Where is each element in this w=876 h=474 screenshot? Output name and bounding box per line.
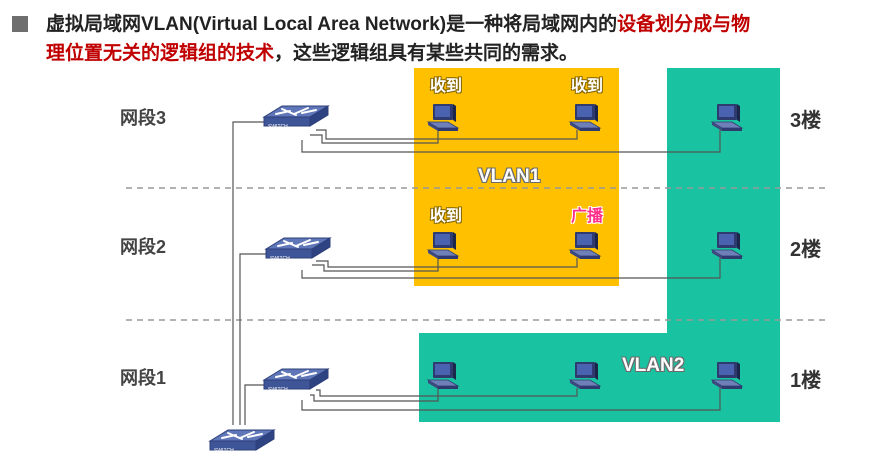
network-cables xyxy=(232,121,721,425)
core-switch-icon: SWITCH xyxy=(209,429,275,454)
header-paragraph: 虚拟局域网VLAN(Virtual Local Area Network)是一种… xyxy=(46,10,866,68)
header-line1-dark: 虚拟局域网VLAN(Virtual Local Area Network)是一种… xyxy=(46,14,618,35)
vlan2-label: VLAN2 xyxy=(622,355,685,376)
received-tag: 收到 xyxy=(571,78,604,95)
header-line1-red: 设备划分成与物 xyxy=(617,14,751,35)
switch-segment1-icon: SWITCH xyxy=(263,368,329,393)
floor3-label: 3楼 xyxy=(790,110,822,132)
switch-label: SWITCH xyxy=(268,124,288,130)
switch-segment3-icon: SWITCH xyxy=(263,105,329,130)
floor1-label: 1楼 xyxy=(790,370,822,392)
switch-label: SWITCH xyxy=(270,256,290,262)
broadcast-tag: 广播 xyxy=(571,208,604,225)
vlan2-region xyxy=(419,68,780,422)
received-tag: 收到 xyxy=(430,208,463,225)
segment2-label: 网段2 xyxy=(120,237,167,257)
segment1-label: 网段1 xyxy=(120,368,167,388)
floor2-label: 2楼 xyxy=(790,239,822,261)
bullet-square-icon xyxy=(12,16,28,32)
switch-segment2-icon: SWITCH xyxy=(265,237,331,262)
header-line2-red: 理位置无关的逻辑组的技术 xyxy=(46,43,275,64)
switch-label: SWITCH xyxy=(214,448,234,454)
segment3-label: 网段3 xyxy=(120,108,167,128)
vlan1-label: VLAN1 xyxy=(478,166,541,187)
switch-label: SWITCH xyxy=(268,387,288,393)
received-tag: 收到 xyxy=(430,78,463,95)
header-line2-dark: ，这些逻辑组具有某些共同的需求。 xyxy=(274,43,579,64)
